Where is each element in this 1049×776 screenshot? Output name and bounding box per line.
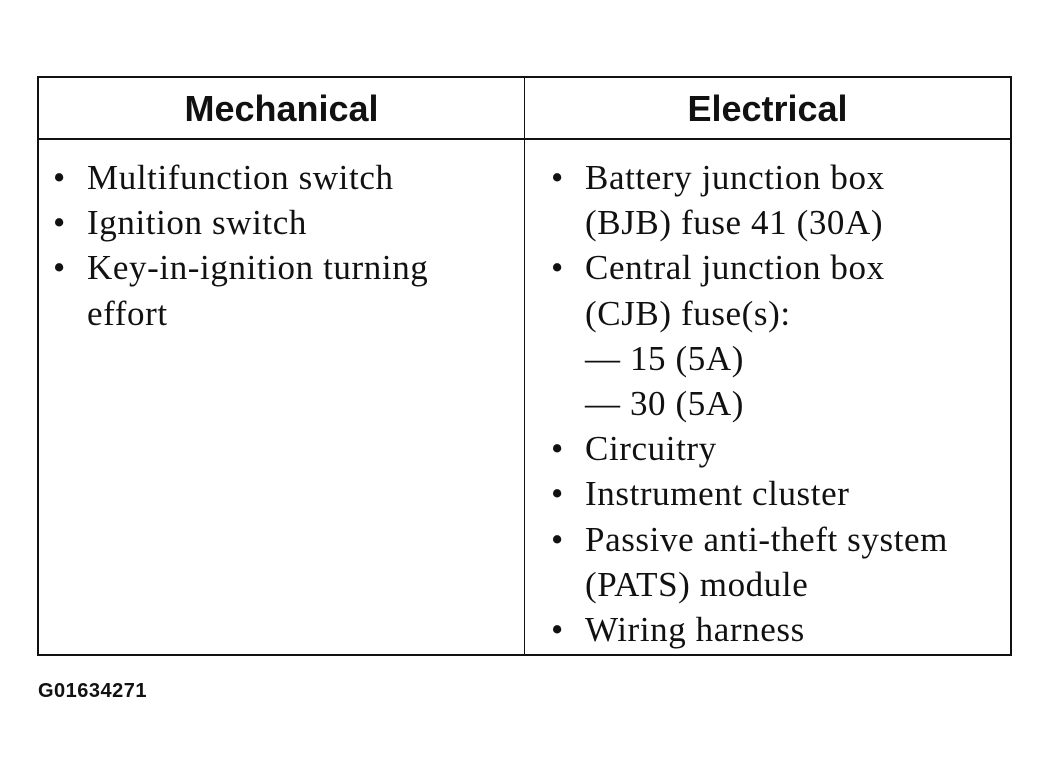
item-text: Passive anti-theft system (PATS) module <box>585 519 949 604</box>
list-item: • Central junction box (CJB) fuse(s): — … <box>549 245 1010 426</box>
bullet-icon: • <box>551 610 564 650</box>
electrical-column: • Battery junction box (BJB) fuse 41 (30… <box>525 140 1010 654</box>
electrical-list: • Battery junction box (BJB) fuse 41 (30… <box>549 155 1010 652</box>
list-item: • Ignition switch <box>51 200 524 245</box>
mechanical-column: • Multifunction switch • Ignition switch… <box>39 140 525 654</box>
list-item: • Passive anti-theft system (PATS) modul… <box>549 517 1010 607</box>
figure-code: G01634271 <box>38 680 148 702</box>
list-item: • Wiring harness <box>549 607 1010 652</box>
list-item: • Battery junction box (BJB) fuse 41 (30… <box>549 155 1010 245</box>
list-item: • Circuitry <box>549 426 1010 471</box>
item-text: Key-in-ignition turning effort <box>87 248 429 333</box>
bullet-icon: • <box>53 248 66 288</box>
header-electrical: Electrical <box>525 78 1010 140</box>
list-item: • Instrument cluster <box>549 471 1010 516</box>
list-item: • Key-in-ignition turning effort <box>51 245 524 335</box>
header-mechanical: Mechanical <box>39 78 525 140</box>
list-item: • Multifunction switch <box>51 155 524 200</box>
bullet-icon: • <box>551 248 564 288</box>
fuse-sub-item: — 30 (5A) <box>585 384 744 424</box>
item-text: Circuitry <box>585 429 717 469</box>
bullet-icon: • <box>551 429 564 469</box>
item-text: Multifunction switch <box>87 158 394 197</box>
fuse-sub-item: — 15 (5A) <box>585 338 744 378</box>
bullet-icon: • <box>53 203 66 243</box>
bullet-icon: • <box>551 519 564 559</box>
item-text: Wiring harness <box>585 610 805 650</box>
item-text: Ignition switch <box>87 203 307 243</box>
mechanical-list: • Multifunction switch • Ignition switch… <box>51 155 524 336</box>
bullet-icon: • <box>551 474 564 514</box>
diagnosis-table: Mechanical Electrical • Multifunction sw… <box>37 76 1012 656</box>
bullet-icon: • <box>53 158 66 197</box>
item-text: Instrument cluster <box>585 474 850 514</box>
item-text: Battery junction box (BJB) fuse 41 (30A) <box>585 158 885 243</box>
bullet-icon: • <box>551 158 564 197</box>
item-text: Central junction box (CJB) fuse(s): <box>585 248 885 333</box>
